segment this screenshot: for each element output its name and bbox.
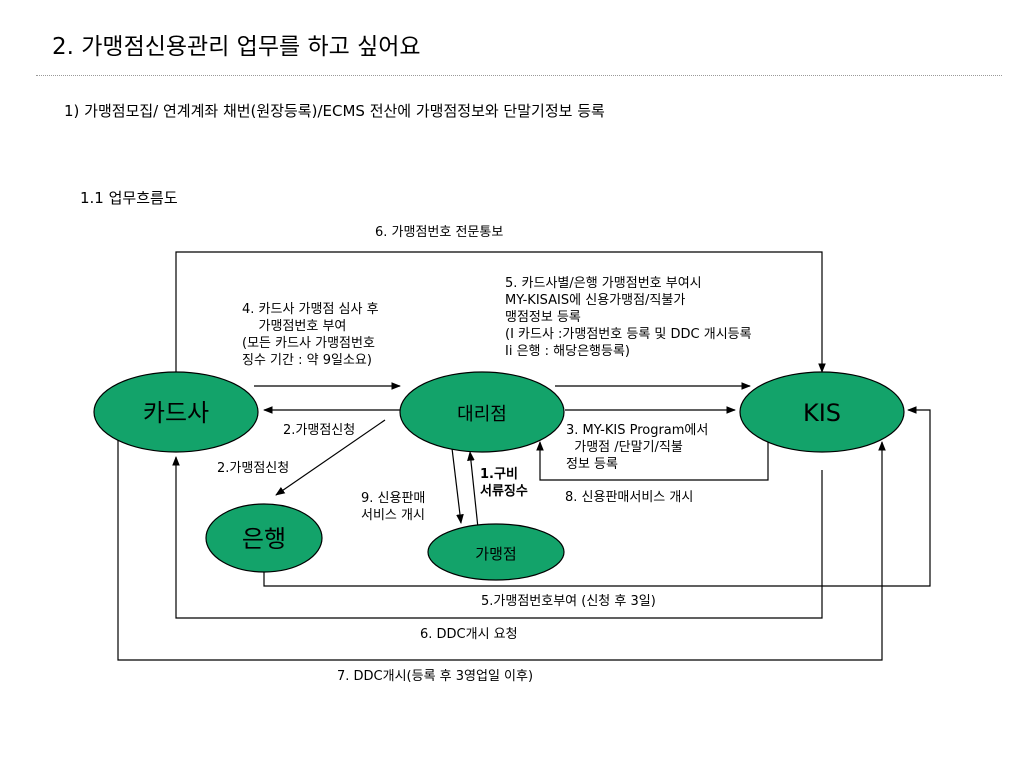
label-review: 4. 카드사 가맹점 심사 후 가맹점번호 부여 (모든 카드사 가맹점번호 징… xyxy=(242,302,379,368)
flow-apply-bank-line xyxy=(275,419,386,496)
node-merchant: 가맹점 xyxy=(427,523,565,581)
label-apply-bank: 2.가맹점신청 xyxy=(217,461,290,476)
flow-sales-start-left-line xyxy=(450,439,464,524)
node-card-label: 카드사 xyxy=(143,399,209,427)
node-agency-label: 대리점 xyxy=(457,404,507,425)
node-bank-label: 은행 xyxy=(242,525,286,553)
label-ddc-open: 7. DDC개시(등록 후 3영업일 이후) xyxy=(337,669,534,684)
flow-ddc-request-line xyxy=(172,456,823,619)
flow-docs-line xyxy=(467,451,479,529)
title-divider xyxy=(36,75,1002,76)
node-merchant-label: 가맹점 xyxy=(475,545,516,563)
node-kis: KIS xyxy=(739,371,905,453)
label-top-notice: 6. 가맹점번호 전문통보 xyxy=(375,225,504,240)
page-title: 2. 가맹점신용관리 업무를 하고 싶어요 xyxy=(52,34,421,60)
flow-sales-start-right-line xyxy=(536,441,769,481)
flow-ddc-open-line xyxy=(117,440,886,661)
subtitle: 1) 가맹점모집/ 연계계좌 채번(원장등록)/ECMS 전산에 가맹점정보와 … xyxy=(64,102,605,120)
label-ddc-request: 6. DDC개시 요청 xyxy=(420,627,518,642)
label-sales-start-left: 9. 신용판매 서비스 개시 xyxy=(361,491,426,523)
label-bank-grant: 5.가맹점번호부여 (신청 후 3일) xyxy=(481,594,656,609)
label-grant: 5. 카드사별/은행 가맹점번호 부여시 MY-KISAIS에 신용가맹점/직불… xyxy=(505,276,752,359)
section-heading: 1.1 업무흐름도 xyxy=(80,189,178,207)
label-sales-start-right: 8. 신용판매서비스 개시 xyxy=(565,490,694,505)
label-apply-card: 2.가맹점신청 xyxy=(283,423,356,438)
node-agency: 대리점 xyxy=(399,371,565,453)
flow-notice-line xyxy=(175,251,826,395)
label-mykis: 3. MY-KIS Program에서 가맹점 /단말기/직불 정보 등록 xyxy=(566,423,709,472)
node-card: 카드사 xyxy=(93,371,259,453)
node-kis-label: KIS xyxy=(803,399,841,427)
flow-bank-grant-line xyxy=(263,406,931,587)
node-bank: 은행 xyxy=(205,503,323,573)
label-docs: 1.구비 서류징수 xyxy=(480,467,528,499)
